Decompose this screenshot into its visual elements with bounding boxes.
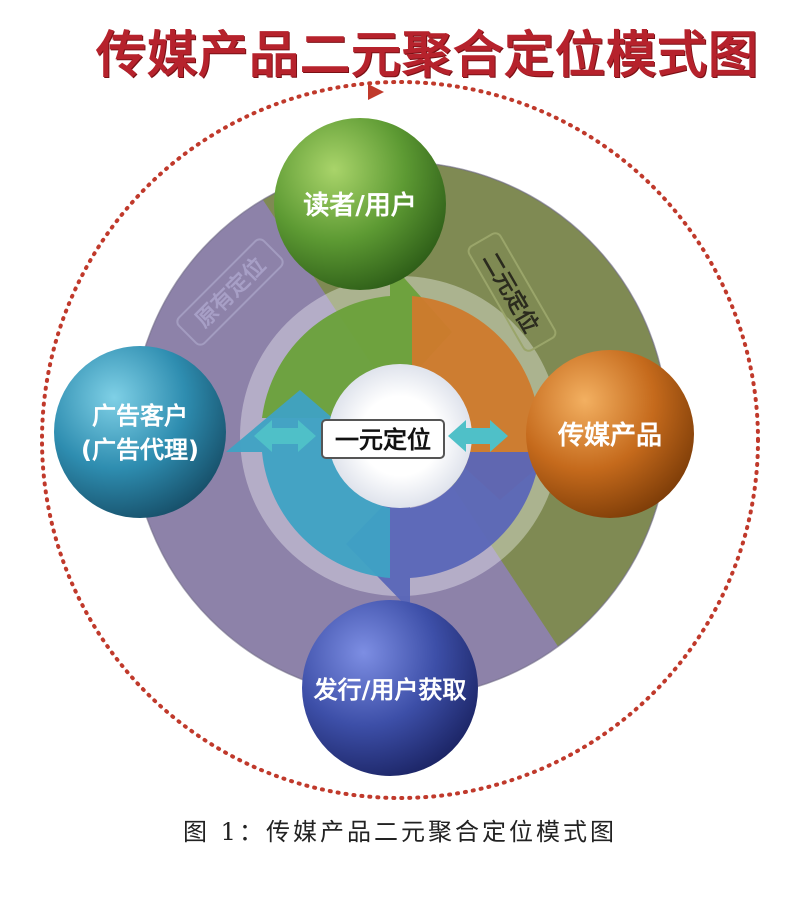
node-distribution: 发行/用户获取 (302, 600, 478, 776)
node-product-label: 传媒产品 (557, 421, 662, 451)
dotted-orbit-ring (40, 80, 760, 800)
right-link-arrow (448, 420, 508, 452)
node-advertiser-label-2: (广告代理) (81, 436, 199, 464)
node-distribution-label: 发行/用户获取 (313, 676, 467, 704)
node-reader-label: 读者/用户 (303, 190, 417, 221)
node-product: 传媒产品 (526, 350, 694, 518)
node-advertiser-label-1: 广告客户 (92, 402, 188, 430)
figure-caption: 图 1：传媒产品二元聚合定位模式图 (183, 818, 617, 846)
left-link-arrow (254, 420, 316, 452)
orbit-arrowhead (368, 84, 384, 100)
arc-arrow-blue (346, 452, 540, 610)
center-label-box (321, 419, 445, 459)
diagram-title: 传媒产品二元聚合定位模式图 (96, 26, 759, 84)
center-label: 一元定位 (335, 426, 431, 454)
node-advertiser: 广告客户 (广告代理) (54, 346, 226, 518)
node-reader: 读者/用户 (274, 118, 446, 290)
